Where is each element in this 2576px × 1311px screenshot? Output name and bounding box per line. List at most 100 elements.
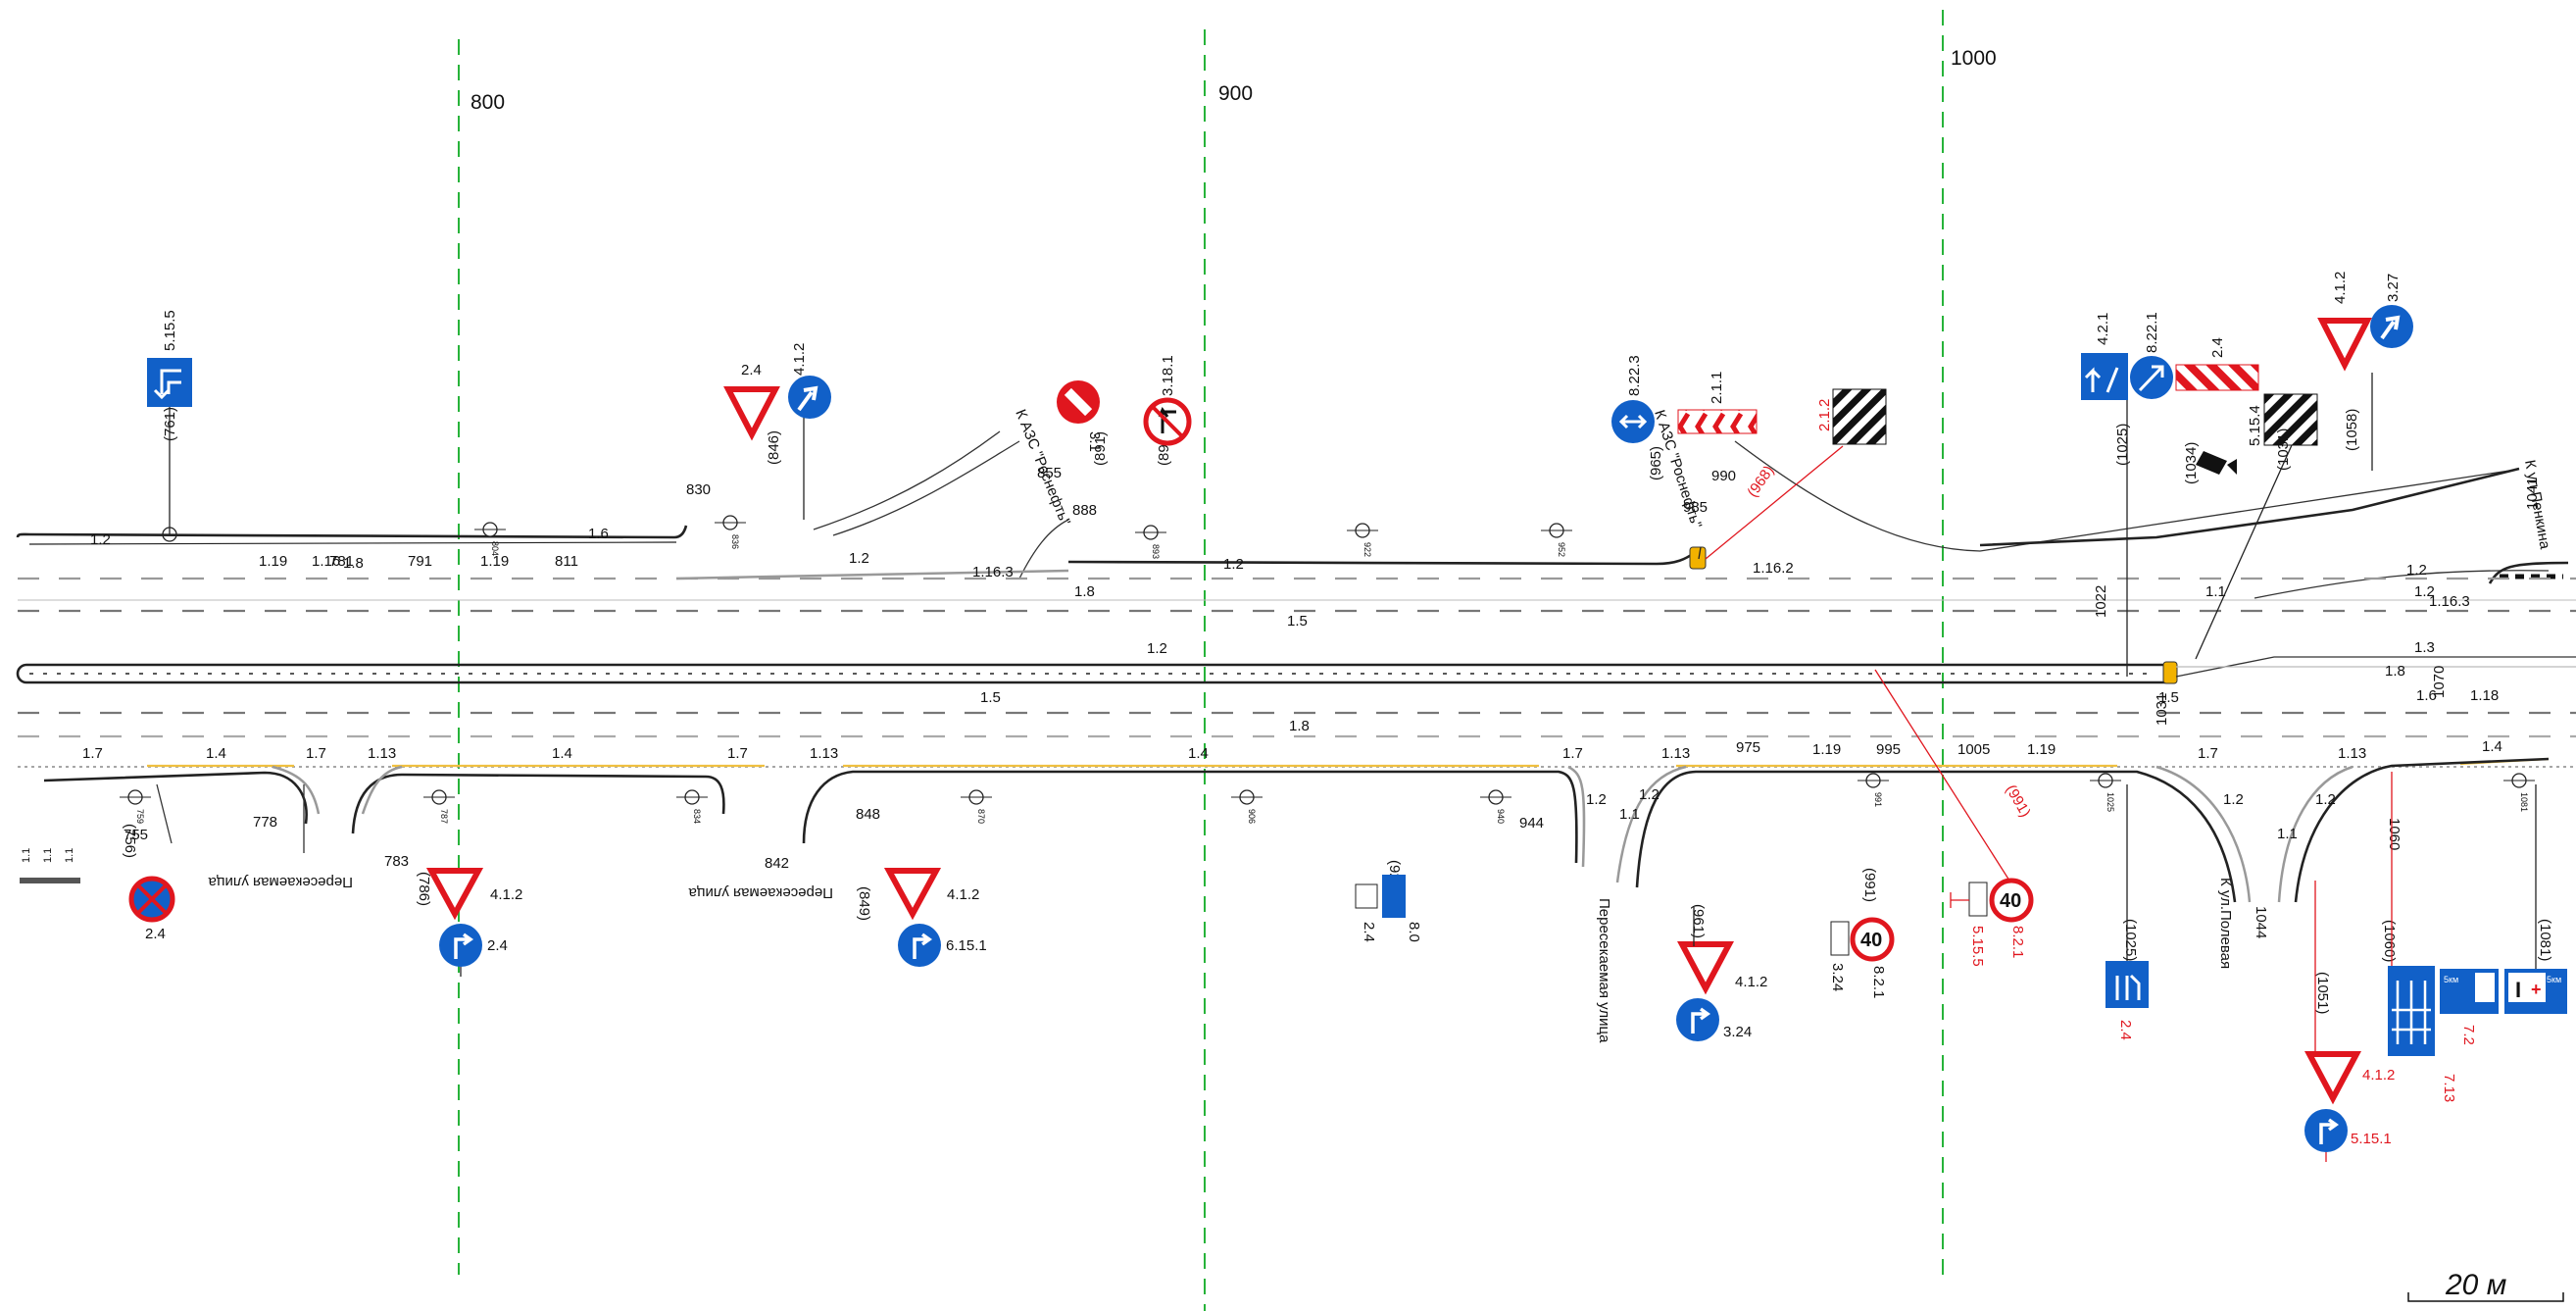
street-labels: К АЗС "Роснефть" К АЗС "Роснефть" К ул.П…	[208, 407, 2553, 1043]
south-curb-1	[43, 771, 308, 825]
sign-3-24-code: 8.2.1	[1870, 966, 1887, 998]
lane-marking-label: 1.7	[306, 745, 326, 762]
lane-marking-label: 1.4	[552, 745, 572, 762]
median-barrier	[16, 663, 2176, 684]
sign-distance-plate-icon	[1830, 921, 1850, 956]
lane-marking-label: 1.8	[1289, 718, 1310, 734]
lane-marking-label: 1.2	[2414, 583, 2435, 600]
chainage-label: (1025)	[2114, 424, 2131, 466]
lane-marking-label: 1.4	[2482, 738, 2502, 755]
sign-2-4-s2-code: 4.1.2	[947, 886, 979, 903]
sign-4-2-1-code: 8.22.1	[2144, 312, 2160, 353]
stop-marker-label: 1081	[2519, 792, 2529, 812]
camera-icon	[2196, 451, 2237, 475]
azs-bollard	[1689, 546, 1707, 570]
chainage-label: (961)	[1690, 904, 1707, 938]
sign-3-1-code: 3.1	[1086, 431, 1103, 452]
service-km-text: 5км	[2444, 975, 2458, 984]
lane-marking-label: 1.13	[810, 745, 838, 762]
sign-4-1-2-s2-code: 6.15.1	[946, 937, 987, 954]
chainage-label: (891)	[1092, 431, 1109, 466]
lane-marking-label: 1.2	[1639, 786, 1660, 803]
chainage-label: 944	[1519, 815, 1544, 832]
scale-bar: 20 м	[2407, 1269, 2564, 1302]
azs-ramp-1	[813, 430, 1001, 530]
legend-marking-label: 1.1	[21, 848, 32, 863]
stop-marker-label: 759	[135, 809, 145, 824]
chainage-label: 1031	[2154, 693, 2170, 726]
sign-5-15-5-code: 5.15.5	[162, 310, 178, 351]
sign-3-27-code: 2.4	[145, 926, 166, 942]
sign-4-1-2-top-code: 3.27	[2385, 274, 2402, 302]
sign-yield-red-icon	[2304, 1051, 2361, 1105]
sign-info-blue-icon	[1382, 875, 1406, 918]
sign-chevron-red-icon	[1677, 409, 1758, 434]
street-label-azs-1: К АЗС "Роснефть"	[1012, 407, 1073, 528]
sign-4-1-2-code: 4.1.2	[791, 343, 808, 376]
sign-distance-plate-red-icon	[1968, 882, 1988, 917]
sign-chevron-red-2-icon	[2175, 364, 2259, 391]
lane-marking-label: 1.2	[90, 531, 111, 548]
street-label-cross-1: Пересекаемая улица	[208, 874, 353, 890]
sign-speed-limit-red-icon	[1989, 878, 2034, 923]
lane-marking-label: 1.5	[980, 689, 1001, 706]
lane-marking-label: 1.2	[1147, 640, 1167, 657]
sign-info-plate-icon	[1355, 883, 1378, 909]
lane-marking-label: 791	[408, 553, 432, 570]
lane-marking-label: 1.19	[2027, 741, 2056, 758]
yellow-edge	[147, 757, 2550, 768]
station-800-label: 800	[471, 91, 505, 114]
sign-yield-4-icon	[883, 868, 942, 921]
street-label-polevaya: К ул.Полевая	[2217, 878, 2234, 969]
lane-marking-label: 1.19	[259, 553, 287, 570]
lane-marking-label: 1.8	[2385, 663, 2405, 680]
sign-5-15-4-code: 4.2.1	[2095, 313, 2111, 345]
legend-marking-label: 1.1	[42, 848, 54, 863]
sign-2-4-top-code: 4.1.2	[2332, 272, 2349, 304]
sign-2-4-red-code: 4.1.2	[2362, 1067, 2395, 1084]
lane-marking-label: 1.2	[2223, 791, 2244, 808]
sign-speed-limit-icon	[1850, 917, 1895, 962]
station-900-label: 900	[1218, 82, 1253, 105]
sign-8-22-3-code: 2.1.1	[1709, 372, 1725, 404]
chainage-label: 830	[686, 481, 711, 498]
signs: 5.15.5 2.4 4.1.2 3.1 3.18.1 8.22.3 2.1.1…	[20, 272, 2567, 1162]
sign-2-4-code: 2.4	[741, 362, 762, 378]
lane-marking-label: 1.2	[1223, 556, 1244, 573]
sign-yield-3-icon	[425, 868, 484, 921]
sign-4-1-2-s1-code: 2.4	[487, 937, 508, 954]
lane-marking-label: 1.5	[1287, 613, 1308, 630]
chainage-labels: (761)830(846)855(891)(895)888(965)990985…	[122, 407, 2553, 1014]
stop-marker-label: 870	[976, 809, 986, 824]
svg-text:+: +	[2531, 980, 2542, 999]
sign-2-1-1-code: 5.15.4	[2247, 405, 2263, 446]
stop-marker-label: 804	[490, 541, 500, 556]
road-geometry	[16, 430, 2576, 903]
south-curb-5	[2294, 757, 2550, 903]
lane-marking-label: 1.3	[2414, 639, 2435, 656]
svg-text:I: I	[2515, 978, 2521, 1002]
north-curb-mid	[1067, 551, 1695, 566]
lane-marking-label: 1.16.3	[2429, 593, 2470, 610]
lane-marking-label: 1.19	[1812, 741, 1841, 758]
sign-4-2-3-code: 8.22.3	[1626, 355, 1643, 396]
sign-hatch-2-icon	[2263, 393, 2318, 446]
sign-2-4-s1-code: 4.1.2	[490, 886, 522, 903]
sign-3-18-1-code: 3.18.1	[1160, 355, 1176, 396]
stop-marker-label: 940	[1496, 809, 1506, 824]
station-1000-label: 1000	[1951, 47, 1997, 70]
sign-7-13-code: 7.2	[2460, 1025, 2477, 1045]
sign-8-2-1-red-code: 5.15.5	[1969, 926, 1986, 967]
lane-marking-label: 1.13	[2338, 745, 2366, 762]
chainage-label: (786)	[416, 872, 432, 906]
lane-marking-label: 1.7	[2198, 745, 2218, 762]
stop-marker-label: 906	[1247, 809, 1257, 824]
street-label-cross-2: Пересекаемая улица	[688, 884, 833, 901]
lane-marking-label: 1.13	[1661, 745, 1690, 762]
sign-4-1-2-s3-code: 3.24	[1723, 1024, 1752, 1040]
chainage-label: 848	[856, 806, 880, 823]
sign-speed-value: 40	[1860, 930, 1882, 951]
south-curb-2	[351, 773, 725, 834]
scale-bar-label: 20 м	[2445, 1269, 2506, 1301]
